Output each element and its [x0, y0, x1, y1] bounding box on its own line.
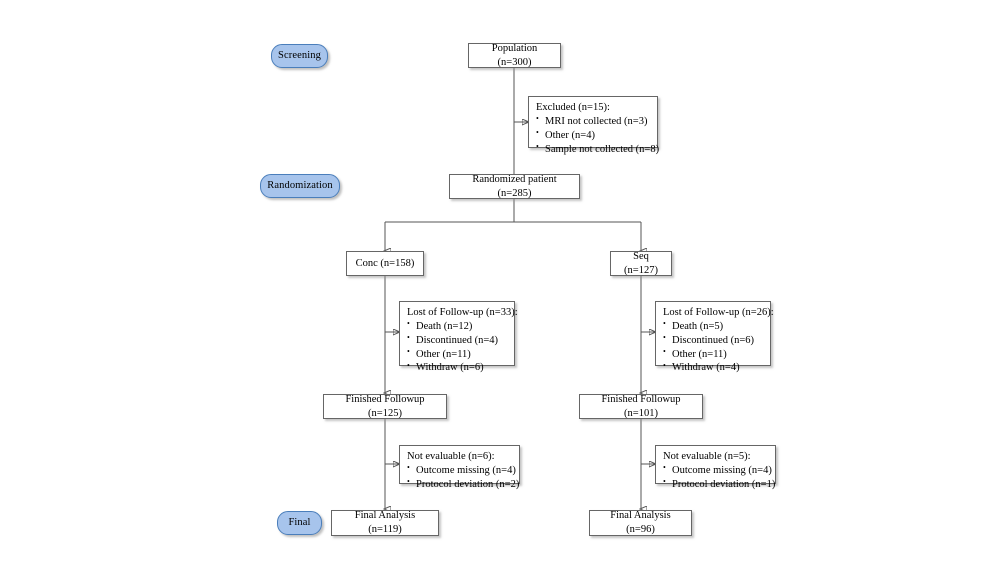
list-item: Other (n=11) [663, 347, 764, 362]
list-item: Withdraw (n=4) [663, 361, 764, 375]
node-excluded-list: MRI not collected (n=3) Other (n=4) Samp… [536, 114, 659, 157]
stage-pill-screening[interactable]: Screening [271, 44, 328, 68]
node-finished-followup-conc[interactable]: Finished Followup (n=125) [323, 394, 447, 419]
stage-pill-final[interactable]: Final [277, 511, 322, 535]
node-lost-followup-conc[interactable]: Lost of Follow-up (n=33): Death (n=12) D… [399, 301, 518, 373]
list-item: Protocol deviation (n=2) [407, 477, 519, 492]
node-not-evaluable-seq-list: Outcome missing (n=4) Protocol deviation… [663, 463, 775, 492]
node-excluded-title: Excluded (n=15): [536, 102, 610, 113]
list-item: Death (n=12) [407, 319, 508, 334]
list-item: MRI not collected (n=3) [536, 114, 651, 129]
list-item: Other (n=4) [536, 128, 651, 143]
node-final-analysis-seq[interactable]: Final Analysis (n=96) [589, 510, 692, 536]
node-lost-followup-seq-list: Death (n=5) Discontinued (n=6) Other (n=… [663, 319, 764, 375]
node-excluded[interactable]: Excluded (n=15): MRI not collected (n=3)… [528, 96, 659, 155]
connector-randomized-split [385, 198, 641, 251]
node-not-evaluable-conc-title: Not evaluable (n=6): [407, 451, 495, 462]
node-not-evaluable-seq[interactable]: Not evaluable (n=5): Outcome missing (n=… [655, 445, 776, 490]
list-item: Other (n=11) [407, 347, 508, 362]
node-final-analysis-conc[interactable]: Final Analysis (n=119) [331, 510, 439, 536]
node-population[interactable]: Population (n=300) [468, 43, 561, 68]
list-item: Outcome missing (n=4) [407, 463, 516, 478]
list-item: Discontinued (n=6) [663, 333, 764, 348]
node-lost-followup-seq-title: Lost of Follow-up (n=26): [663, 307, 774, 318]
node-arm-conc[interactable]: Conc (n=158) [346, 251, 424, 276]
node-lost-followup-conc-title: Lost of Follow-up (n=33): [407, 307, 518, 318]
node-randomized-patient[interactable]: Randomized patient (n=285) [449, 174, 580, 199]
list-item: Death (n=5) [663, 319, 764, 334]
node-arm-seq[interactable]: Seq (n=127) [610, 251, 672, 276]
node-not-evaluable-conc-list: Outcome missing (n=4) Protocol deviation… [407, 463, 519, 492]
node-finished-followup-seq[interactable]: Finished Followup (n=101) [579, 394, 703, 419]
node-not-evaluable-seq-title: Not evaluable (n=5): [663, 451, 751, 462]
node-lost-followup-seq[interactable]: Lost of Follow-up (n=26): Death (n=5) Di… [655, 301, 774, 373]
node-not-evaluable-conc[interactable]: Not evaluable (n=6): Outcome missing (n=… [399, 445, 520, 490]
list-item: Sample not collected (n=8) [536, 142, 659, 157]
stage-pill-randomization[interactable]: Randomization [260, 174, 340, 198]
node-lost-followup-conc-list: Death (n=12) Discontinued (n=4) Other (n… [407, 319, 508, 375]
list-item: Outcome missing (n=4) [663, 463, 772, 478]
list-item: Discontinued (n=4) [407, 333, 508, 348]
list-item: Withdraw (n=6) [407, 361, 508, 375]
list-item: Protocol deviation (n=1) [663, 477, 775, 492]
